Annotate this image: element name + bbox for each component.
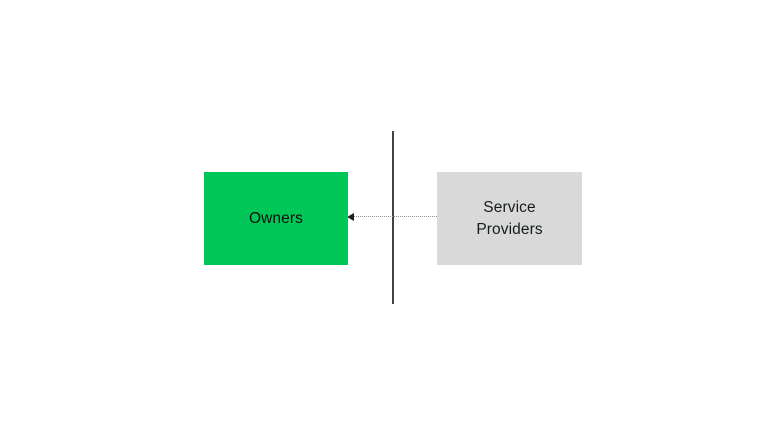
node-owners: Owners xyxy=(204,172,348,265)
node-service-providers-label: Service Providers xyxy=(476,198,543,238)
node-owners-label: Owners xyxy=(248,209,303,227)
connector-dotted-line xyxy=(353,216,437,217)
arrowhead-left-icon xyxy=(347,212,354,221)
divider-line xyxy=(392,131,394,304)
node-service-providers: Service Providers xyxy=(437,172,582,265)
